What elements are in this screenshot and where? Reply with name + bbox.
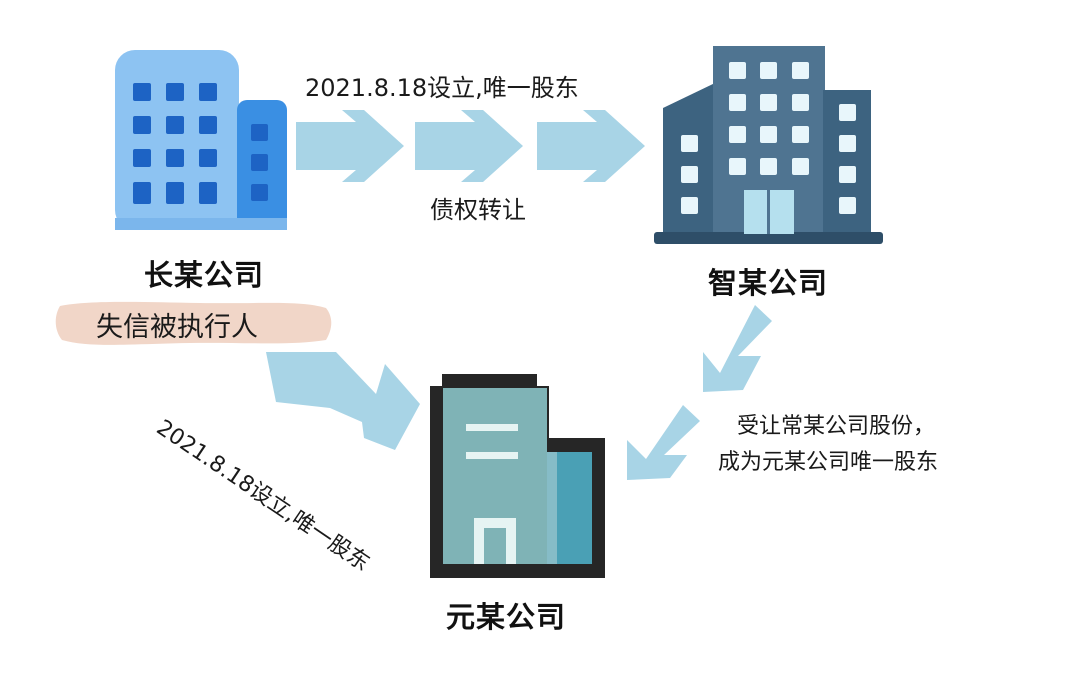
building-icon — [430, 374, 605, 578]
edge-label-zhi-yuan-line2: 成为元某公司唯一股东 — [718, 450, 939, 475]
yuan-side-accent — [547, 452, 557, 564]
arrow-chang-to-yuan — [266, 352, 420, 450]
arrow-chang-to-zhi — [296, 110, 645, 182]
node-name-yuan: 元某公司 — [446, 600, 567, 634]
zhi-door-split — [767, 190, 770, 234]
edge-label-chang-zhi-top: 2021.8.18设立,唯一股东 — [305, 74, 579, 102]
chang-windows — [133, 83, 268, 204]
yuan-window-line-1 — [466, 424, 518, 431]
zhi-base — [654, 232, 883, 244]
edge-label-chang-zhi-bottom: 债权转让 — [430, 196, 526, 224]
arrow-chevron-lower — [627, 405, 700, 480]
arrow-chevron-2 — [415, 110, 523, 182]
office-tower-icon — [654, 46, 883, 244]
arrow-chevron-upper — [703, 305, 772, 392]
zhi-windows — [681, 62, 856, 214]
tag-highlight — [55, 301, 332, 345]
node-name-zhi: 智某公司 — [708, 266, 829, 300]
office-building-icon — [115, 50, 287, 230]
chang-base — [115, 218, 287, 230]
edge-label-zhi-yuan-line1: 受让常某公司股份， — [737, 414, 936, 439]
yuan-door — [474, 518, 516, 564]
yuan-window-line-2 — [466, 452, 518, 459]
node-tag-chang: 失信被执行人 — [96, 312, 258, 343]
arrow-chevron-3 — [537, 110, 645, 182]
zhi-left-wing — [663, 83, 715, 234]
yuan-main-body — [443, 388, 547, 564]
node-name-chang: 长某公司 — [144, 258, 265, 292]
arrow-diagonal-left — [266, 352, 420, 450]
arrow-chevron-1 — [296, 110, 404, 182]
arrow-zhi-to-yuan — [627, 305, 772, 480]
